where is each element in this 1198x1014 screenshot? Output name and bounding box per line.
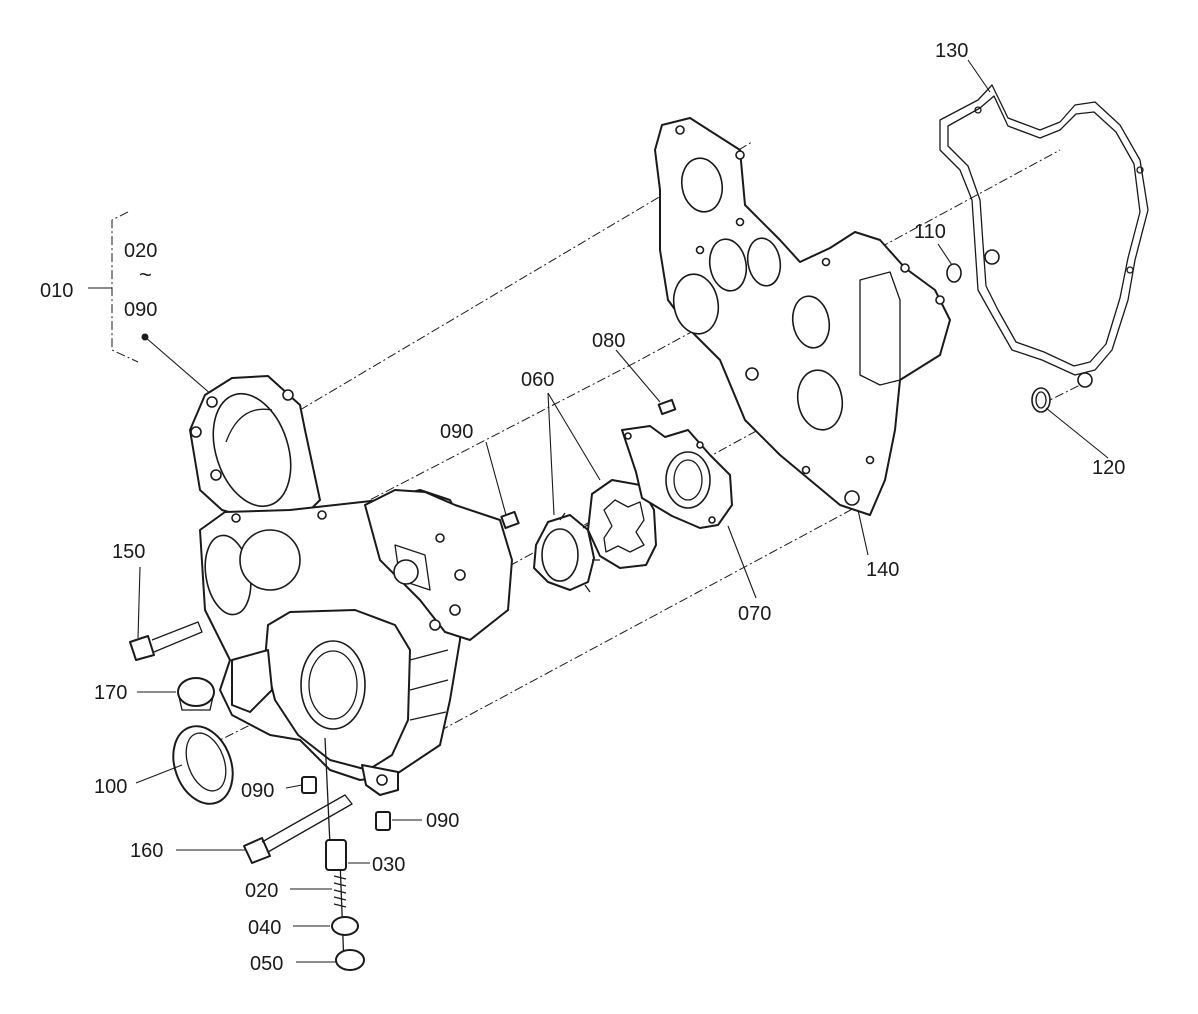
callout-labels: 130 110 120 140 080 060 090 070 150 170 … xyxy=(94,40,1125,975)
label-range-sep: ~ xyxy=(139,262,152,287)
label-140: 140 xyxy=(866,559,899,581)
spring-020 xyxy=(333,875,347,908)
ring-110 xyxy=(946,263,962,283)
label-090-upper: 090 xyxy=(440,421,473,443)
label-130: 130 xyxy=(935,40,968,62)
label-080: 080 xyxy=(592,330,625,352)
screw-080 xyxy=(657,398,677,416)
label-060: 060 xyxy=(521,369,554,391)
label-030: 030 xyxy=(372,854,405,876)
oring-120 xyxy=(1031,387,1051,413)
pump-cover-070 xyxy=(621,425,733,529)
bolt-150 xyxy=(129,621,203,661)
oil-seal-100 xyxy=(172,725,234,805)
plug-050 xyxy=(335,949,365,971)
gear-case-housing xyxy=(189,375,513,796)
washer-040 xyxy=(331,916,359,936)
assembly-bracket xyxy=(88,211,213,396)
gasket-plate-140 xyxy=(654,117,951,516)
label-100: 100 xyxy=(94,776,127,798)
label-170: 170 xyxy=(94,682,127,704)
label-040: 040 xyxy=(248,917,281,939)
label-020: 020 xyxy=(245,880,278,902)
label-150: 150 xyxy=(112,541,145,563)
label-range-to: 090 xyxy=(124,299,157,321)
label-090-lower: 090 xyxy=(426,810,459,832)
label-110: 110 xyxy=(914,221,946,243)
label-range-from: 020 xyxy=(124,240,157,262)
plug-090-lower xyxy=(375,811,391,831)
label-070: 070 xyxy=(738,603,771,625)
gasket-130 xyxy=(939,84,1149,388)
label-050: 050 xyxy=(250,953,283,975)
pump-inner-gear-060 xyxy=(533,512,600,593)
plug-090-left xyxy=(301,776,317,794)
relief-valve-stack xyxy=(324,737,365,971)
valve-030 xyxy=(325,839,347,871)
bolt-160 xyxy=(243,794,353,864)
pump-outer-rotor-060 xyxy=(587,479,657,569)
label-160: 160 xyxy=(130,840,163,862)
plug-170 xyxy=(177,677,215,711)
label-assembly: 010 xyxy=(40,280,73,302)
label-090-left: 090 xyxy=(241,780,274,802)
label-120: 120 xyxy=(1092,457,1125,479)
plug-090-upper xyxy=(500,510,520,530)
callout-leaders xyxy=(135,59,1109,963)
